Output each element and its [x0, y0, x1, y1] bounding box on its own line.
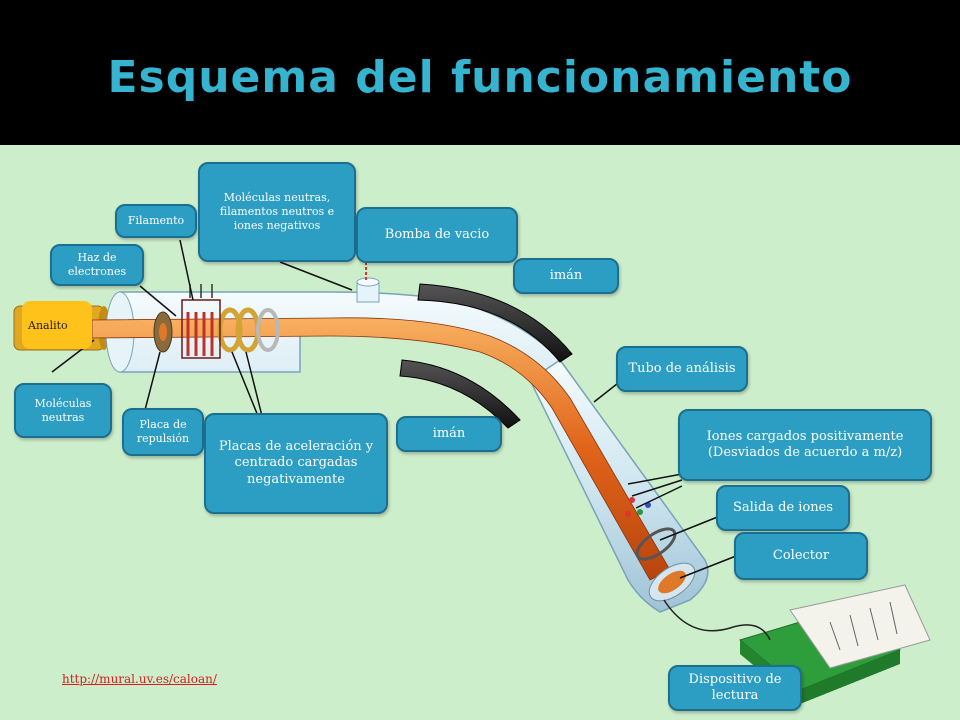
iman-bottom-text: imán [432, 425, 466, 441]
iman-top-text: imán [549, 267, 583, 283]
filamento-text: Filamento [127, 214, 185, 228]
acceleration-plates [217, 307, 280, 353]
device-cable [663, 599, 771, 641]
iones-cargados-text: Iones cargados positivamente (Desviados … [706, 428, 904, 460]
placas-aceleracion-label: Placas de aceleración y centrado cargada… [204, 413, 388, 514]
dispositivo-lectura-text: Dispositivo de lectura [688, 671, 782, 703]
salida-iones-text: Salida de iones [732, 499, 834, 515]
salida-iones-label: Salida de iones [716, 485, 850, 531]
filamento-label: Filamento [115, 204, 197, 238]
tubo-analisis-label: Tubo de análisis [616, 346, 748, 392]
magnet-top [417, 283, 573, 363]
dispositivo-lectura-label: Dispositivo de lectura [668, 665, 802, 711]
magnet-bottom [399, 359, 521, 429]
moleculas-neutras-top-text: Moléculas neutras, filamentos neutros e … [219, 191, 335, 232]
iman-top-label: imán [513, 258, 619, 294]
placa-repulsion-text: Placa de repulsión [136, 418, 190, 445]
haz-electrones-label: Haz de electrones [50, 244, 144, 286]
placa-repulsion-label: Placa de repulsión [122, 408, 204, 456]
collector-end [635, 527, 696, 602]
moleculas-neutras-label: Moléculas neutras [14, 383, 112, 438]
bomba-vacio-label: Bomba de vacio [356, 207, 518, 263]
iones-cargados-label: Iones cargados positivamente (Desviados … [678, 409, 932, 481]
moleculas-neutras-text: Moléculas neutras [34, 396, 92, 424]
ion-particles [625, 497, 651, 517]
title-bar: Esquema del funcionamiento [0, 0, 960, 145]
iman-bottom-label: imán [396, 416, 502, 452]
haz-electrones-text: Haz de electrones [67, 251, 127, 278]
callout-lines [51, 239, 737, 579]
analito-label: Analito [22, 301, 92, 349]
placas-aceleracion-text: Placas de aceleración y centrado cargada… [218, 439, 374, 487]
slide-title: Esquema del funcionamiento [107, 52, 853, 103]
tubo-analisis-text: Tubo de análisis [628, 360, 736, 376]
colector-label: Colector [734, 532, 868, 580]
source-link[interactable]: http://mural.uv.es/caloan/ [62, 672, 217, 686]
moleculas-neutras-top-label: Moléculas neutras, filamentos neutros e … [198, 162, 356, 262]
colector-text: Colector [772, 547, 830, 563]
repulsion-plate [153, 311, 173, 353]
bomba-vacio-text: Bomba de vacio [384, 226, 490, 242]
filament-coil [181, 284, 221, 359]
